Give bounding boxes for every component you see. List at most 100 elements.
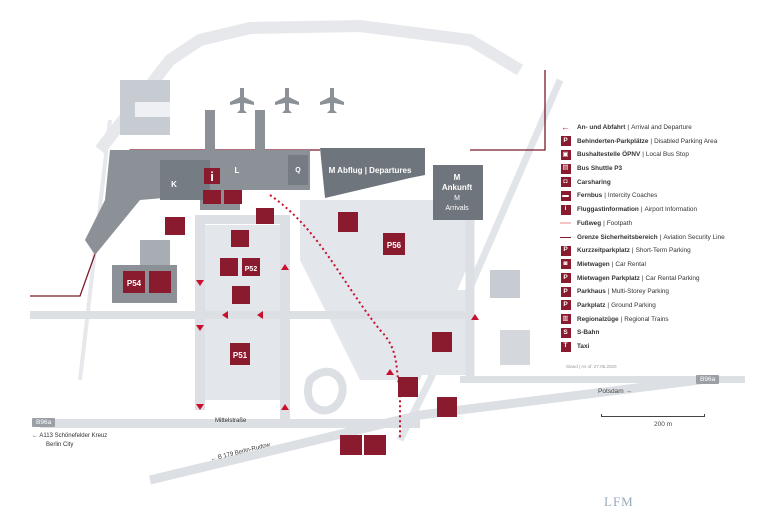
short-term-parking-icon: P — [560, 245, 571, 256]
p52-label: P52 — [245, 266, 258, 273]
legend-label-de: Carsharing — [577, 178, 611, 186]
ground-parking-icon — [383, 233, 405, 255]
apron-edge-road — [95, 19, 524, 154]
svg-text:i: i — [210, 169, 214, 184]
p51-label: P51 — [233, 351, 248, 360]
regional-train-icon: ▥ — [560, 314, 571, 325]
bus-icon: ▣ — [560, 149, 571, 160]
road-horizontal-mid — [30, 311, 470, 319]
multi-storey-icon — [123, 271, 145, 293]
a113-text: ← A113 Schönefelder Kreuz — [32, 433, 108, 439]
terminal-kl — [85, 150, 310, 255]
potsdam-label: Potsdam → — [598, 388, 632, 395]
terminal-m-departures — [320, 148, 425, 198]
departures-label: M Abflug | Departures — [329, 166, 412, 175]
p54-label: P54 — [127, 279, 142, 288]
arrow-icon — [386, 369, 394, 375]
legend-label-en: Intercity Coaches — [607, 192, 658, 200]
airplane-icon — [320, 88, 344, 113]
road-vertical-east — [280, 220, 290, 420]
legend-label-de: Regionalzüge — [577, 315, 619, 323]
legend-label-en: Car Rental Parking — [645, 274, 700, 282]
road-mittelstrasse — [40, 419, 420, 428]
coach-icon — [398, 377, 418, 397]
bus-icon — [437, 397, 457, 417]
ground-parking-icon — [230, 343, 250, 365]
legend-label-de: Bushaltestelle ÖPNV — [577, 151, 641, 159]
stand-note: Stand | As of: 27.05.2020 — [566, 364, 617, 369]
legend-label-de: An- und Abfahrt — [577, 124, 626, 131]
legend-label-de: Fernbus — [577, 192, 603, 200]
info-icon — [204, 168, 220, 184]
legend-item: Fußweg|Footpath — [560, 217, 765, 230]
pier-left — [205, 110, 215, 155]
airplane-icon — [230, 88, 254, 113]
legend-item: Grenze Sicherheitsbereich|Aviation Secur… — [560, 231, 765, 244]
legend-item: ◙Mietwagen|Car Rental — [560, 258, 765, 271]
watermark: LFM — [604, 494, 634, 509]
legend-label-en: Car Rental — [615, 260, 646, 268]
airplane-icon — [275, 88, 299, 113]
disabled-parking-icon: P — [560, 136, 571, 147]
disabled-parking-icon — [149, 271, 171, 293]
building-east-lower — [500, 330, 530, 365]
scale-label: 200 m — [654, 421, 673, 428]
legend-item: ▣Bushaltestelle ÖPNV|Local Bus Stop — [560, 148, 765, 161]
legend-label-de: Taxi — [577, 343, 590, 350]
legend-label-de: Behinderten-Parkplätze — [577, 137, 649, 145]
legend-label-de: Mietwagen Parkplatz — [577, 274, 640, 282]
disabled-parking-icon — [220, 258, 238, 276]
car-rental-icon: ◙ — [560, 259, 571, 270]
legend-label-en: Regional Trains — [624, 315, 669, 323]
road-b179 — [148, 375, 701, 485]
taxi-icon — [256, 208, 274, 224]
security-line-icon — [560, 232, 571, 243]
building-top-left-window — [135, 102, 170, 117]
airplane-icons — [230, 88, 344, 113]
building-east — [490, 270, 520, 298]
legend-label-de: Bus Shuttle P3 — [577, 165, 623, 173]
road-b96a-east — [460, 376, 745, 383]
footpath-line-icon — [560, 218, 571, 229]
arrow-icon — [196, 280, 204, 286]
legend-label-en: Arrival and Departure — [631, 124, 692, 131]
legend-label-de: Mietwagen — [577, 260, 610, 268]
legend-label-en: Short-Term Parking — [635, 247, 691, 255]
shuttle-icon — [165, 217, 185, 235]
road-badge-b96a-east: B96a — [696, 375, 720, 384]
car-rental-parking-icon: P — [560, 273, 571, 284]
mittelstrasse-label: Mittelstraße — [215, 418, 247, 424]
roundabout-loop — [304, 367, 347, 415]
parking-building-p54-upper — [140, 240, 170, 265]
sbahn-icon — [364, 435, 386, 455]
legend-label-de: Grenze Sicherheitsbereich — [577, 233, 658, 241]
arrival-arrows — [196, 264, 479, 410]
legend-label-en: Ground Parking — [611, 301, 656, 309]
legend-label-de: Fluggastinformation — [577, 206, 639, 214]
arrow-icon — [196, 404, 204, 410]
arrow-icon — [257, 311, 263, 319]
multi-storey-icon: P — [560, 286, 571, 297]
sbahn-icon: S — [560, 327, 571, 338]
arrow-icon — [196, 325, 204, 331]
road-badge-b96a-west: B96a — [32, 418, 56, 427]
terminal-m-arrivals — [433, 165, 483, 220]
legend-label-de: Parkplatz — [577, 301, 606, 309]
legend-label-de: Kurzzeitparkplatz — [577, 247, 630, 255]
map-symbols: i — [123, 168, 457, 455]
arrow-icon — [222, 311, 228, 319]
short-term-parking-icon — [242, 258, 260, 276]
arrow-icon — [281, 264, 289, 270]
disabled-parking-icon — [338, 212, 358, 232]
legend-label-en: Multi-Storey Parking — [611, 288, 669, 296]
arrivals-label-4: Arrivals — [445, 205, 469, 212]
road-top-loop — [195, 215, 290, 224]
